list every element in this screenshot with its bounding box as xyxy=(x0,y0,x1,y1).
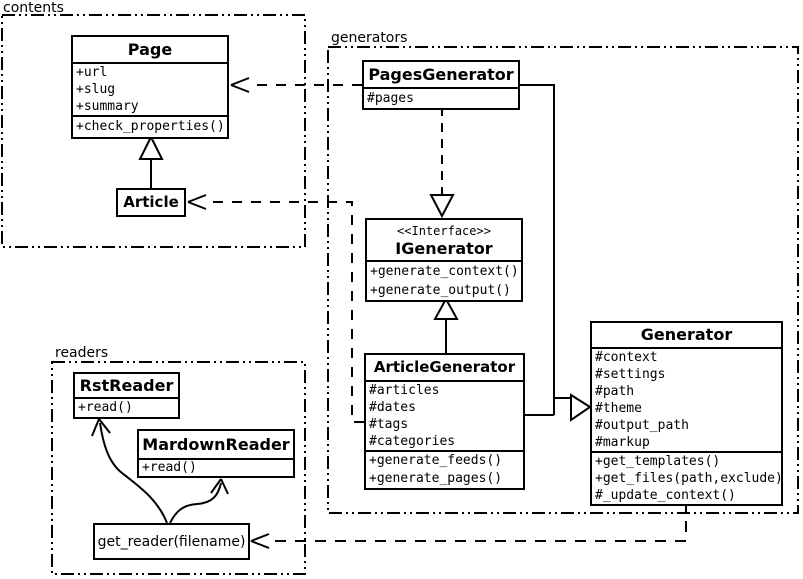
class-title: IGenerator xyxy=(395,239,493,258)
method-row: +check_properties() xyxy=(76,119,225,134)
method-row: +get_files(path,exclude) xyxy=(595,471,781,486)
package-label-readers: readers xyxy=(55,345,109,361)
method-row: +generate_feeds() xyxy=(369,453,503,468)
package-border-contents xyxy=(1,14,306,248)
class-title: MardownReader xyxy=(142,435,290,454)
attributes-section: #pages xyxy=(364,87,518,108)
attribute-row: #pages xyxy=(367,91,414,106)
method-row: +get_templates() xyxy=(595,454,721,469)
attribute-row: +url xyxy=(76,65,108,80)
method-row: #_update_context() xyxy=(595,488,736,503)
package-label-contents: contents xyxy=(3,0,64,16)
class-article: Article xyxy=(116,188,186,217)
dependency-line-generator-getreader xyxy=(271,501,687,542)
open-arrowhead-icon xyxy=(91,418,111,437)
methods-section: +check_properties() xyxy=(73,115,227,137)
realization-triangle-icon xyxy=(429,194,455,219)
attributes-section: +url +slug +summary xyxy=(73,62,227,115)
class-title: PagesGenerator xyxy=(368,65,514,84)
methods-section: +generate_context() +generate_output() xyxy=(367,260,521,300)
curve-line-getreader-rstreader xyxy=(99,422,168,524)
attribute-row: #output_path xyxy=(595,418,689,433)
methods-section: +generate_feeds() +generate_pages() xyxy=(366,450,523,488)
attribute-row: #tags xyxy=(369,417,409,432)
open-arrowhead-icon xyxy=(230,77,250,93)
inheritance-triangle-icon xyxy=(138,134,164,160)
function-label: get_reader(filename) xyxy=(97,533,246,550)
attribute-row: +summary xyxy=(76,99,139,114)
function-box-get-reader: get_reader(filename) xyxy=(93,523,250,560)
methods-section: +read() xyxy=(75,397,178,417)
stereotype-label: <<Interface>> xyxy=(397,224,491,238)
header-section: <<Interface>> IGenerator xyxy=(367,220,521,260)
package-label-generators: generators xyxy=(331,30,408,46)
attribute-row: #context xyxy=(595,350,658,365)
class-title: Generator xyxy=(640,325,733,344)
package-border-generators xyxy=(327,46,799,514)
attribute-row: #articles xyxy=(369,383,440,398)
class-article-generator: ArticleGenerator #articles #dates #tags … xyxy=(364,353,525,490)
method-row: +generate_context() xyxy=(370,264,519,279)
method-row: +generate_output() xyxy=(370,283,511,298)
class-title: ArticleGenerator xyxy=(373,358,516,376)
attribute-row: #dates xyxy=(369,400,416,415)
attribute-row: #path xyxy=(595,384,635,399)
attribute-row: #theme xyxy=(595,401,642,416)
method-row: +read() xyxy=(142,460,197,475)
open-arrowhead-icon xyxy=(210,478,229,495)
class-title: Article xyxy=(123,193,179,211)
method-row: +generate_pages() xyxy=(369,471,503,486)
open-arrowhead-icon xyxy=(187,194,207,210)
class-igenerator: <<Interface>> IGenerator +generate_conte… xyxy=(365,218,523,302)
attribute-row: +slug xyxy=(76,82,116,97)
attributes-section: #context #settings #path #theme #output_… xyxy=(592,347,781,451)
attribute-row: #settings xyxy=(595,367,666,382)
class-title: Page xyxy=(127,40,173,59)
realization-triangle-icon xyxy=(433,296,459,320)
class-rst-reader: RstReader +read() xyxy=(73,372,180,419)
package-border-readers xyxy=(51,361,306,575)
open-arrowhead-icon xyxy=(250,533,270,549)
dependency-line-articlegenerator-article xyxy=(207,201,364,423)
curve-line-getreader-mardownreader xyxy=(169,482,222,524)
class-generator: Generator #context #settings #path #them… xyxy=(590,321,783,506)
methods-section: +read() xyxy=(139,458,293,476)
method-row: +read() xyxy=(78,400,133,415)
inheritance-triangle-icon xyxy=(570,393,592,422)
class-pages-generator: PagesGenerator #pages xyxy=(362,60,520,110)
class-mardown-reader: MardownReader +read() xyxy=(137,429,295,478)
class-page: Page +url +slug +summary +check_properti… xyxy=(71,35,229,139)
attributes-section: #articles #dates #tags #categories xyxy=(366,380,523,450)
inheritance-line-pagesgenerator-generator xyxy=(520,84,555,415)
attribute-row: #categories xyxy=(369,434,456,449)
class-title: RstReader xyxy=(79,376,174,395)
methods-section: +get_templates() +get_files(path,exclude… xyxy=(592,451,781,504)
attribute-row: #markup xyxy=(595,435,650,450)
